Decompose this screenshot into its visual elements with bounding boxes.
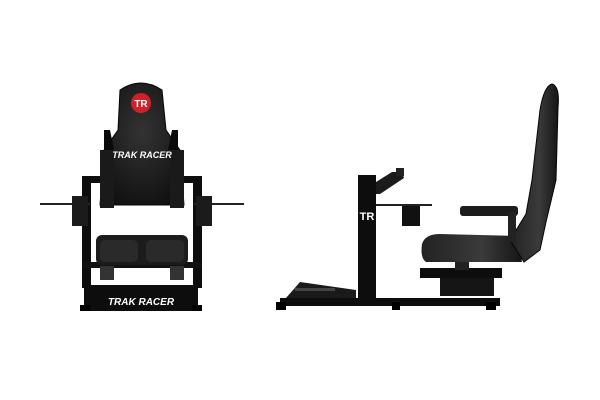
front-seat-bolster-left	[100, 150, 114, 208]
side-base-foot-front	[276, 302, 286, 310]
front-base-frame	[84, 285, 198, 311]
front-seat-mount-right	[170, 266, 184, 280]
front-base-foot-left	[80, 305, 90, 311]
front-tray-bracket-right	[196, 196, 212, 226]
front-seat-bolster-right	[170, 150, 184, 208]
front-tray-bracket-left	[72, 196, 88, 226]
side-shifter-box	[402, 206, 420, 226]
side-seat-rail	[420, 268, 502, 278]
front-view-rig: TRAK RACER TR TRAK RACER	[40, 82, 244, 311]
column-logo-text: TR	[360, 211, 375, 223]
side-wheel-column	[358, 175, 376, 300]
side-seat-back	[509, 83, 559, 263]
front-seat-wing-left	[104, 130, 114, 150]
side-pedal-arm	[295, 288, 335, 291]
front-tray-right	[194, 203, 244, 205]
side-armrest	[460, 206, 518, 216]
side-wheel-mount-plate	[396, 168, 404, 176]
front-tray-left	[40, 203, 90, 205]
seat-brand-text: TRAK RACER	[112, 150, 172, 160]
side-seat-cushion	[421, 234, 522, 262]
side-seat-slider	[440, 278, 494, 296]
front-upright-right	[193, 176, 202, 288]
side-wheel-mount-arm	[376, 172, 404, 194]
side-armrest-post	[508, 212, 516, 242]
front-seat-cushion-left-pad	[100, 240, 138, 262]
headrest-logo-text: TR	[134, 99, 148, 110]
headrest-logo-badge	[131, 93, 151, 113]
side-base-foot-back	[486, 302, 496, 310]
side-view-rig: TR	[276, 83, 559, 310]
front-seat-wing-right	[168, 130, 178, 150]
side-base-foot-mid	[392, 302, 400, 310]
front-base-foot-right	[192, 305, 202, 311]
front-seat-mount-left	[100, 266, 114, 280]
side-tray-plate	[376, 204, 432, 206]
base-brand-text: TRAK RACER	[108, 297, 175, 308]
front-upright-left	[82, 176, 91, 288]
front-seat-cushion-right-pad	[146, 240, 184, 262]
side-base-rail	[280, 298, 500, 306]
